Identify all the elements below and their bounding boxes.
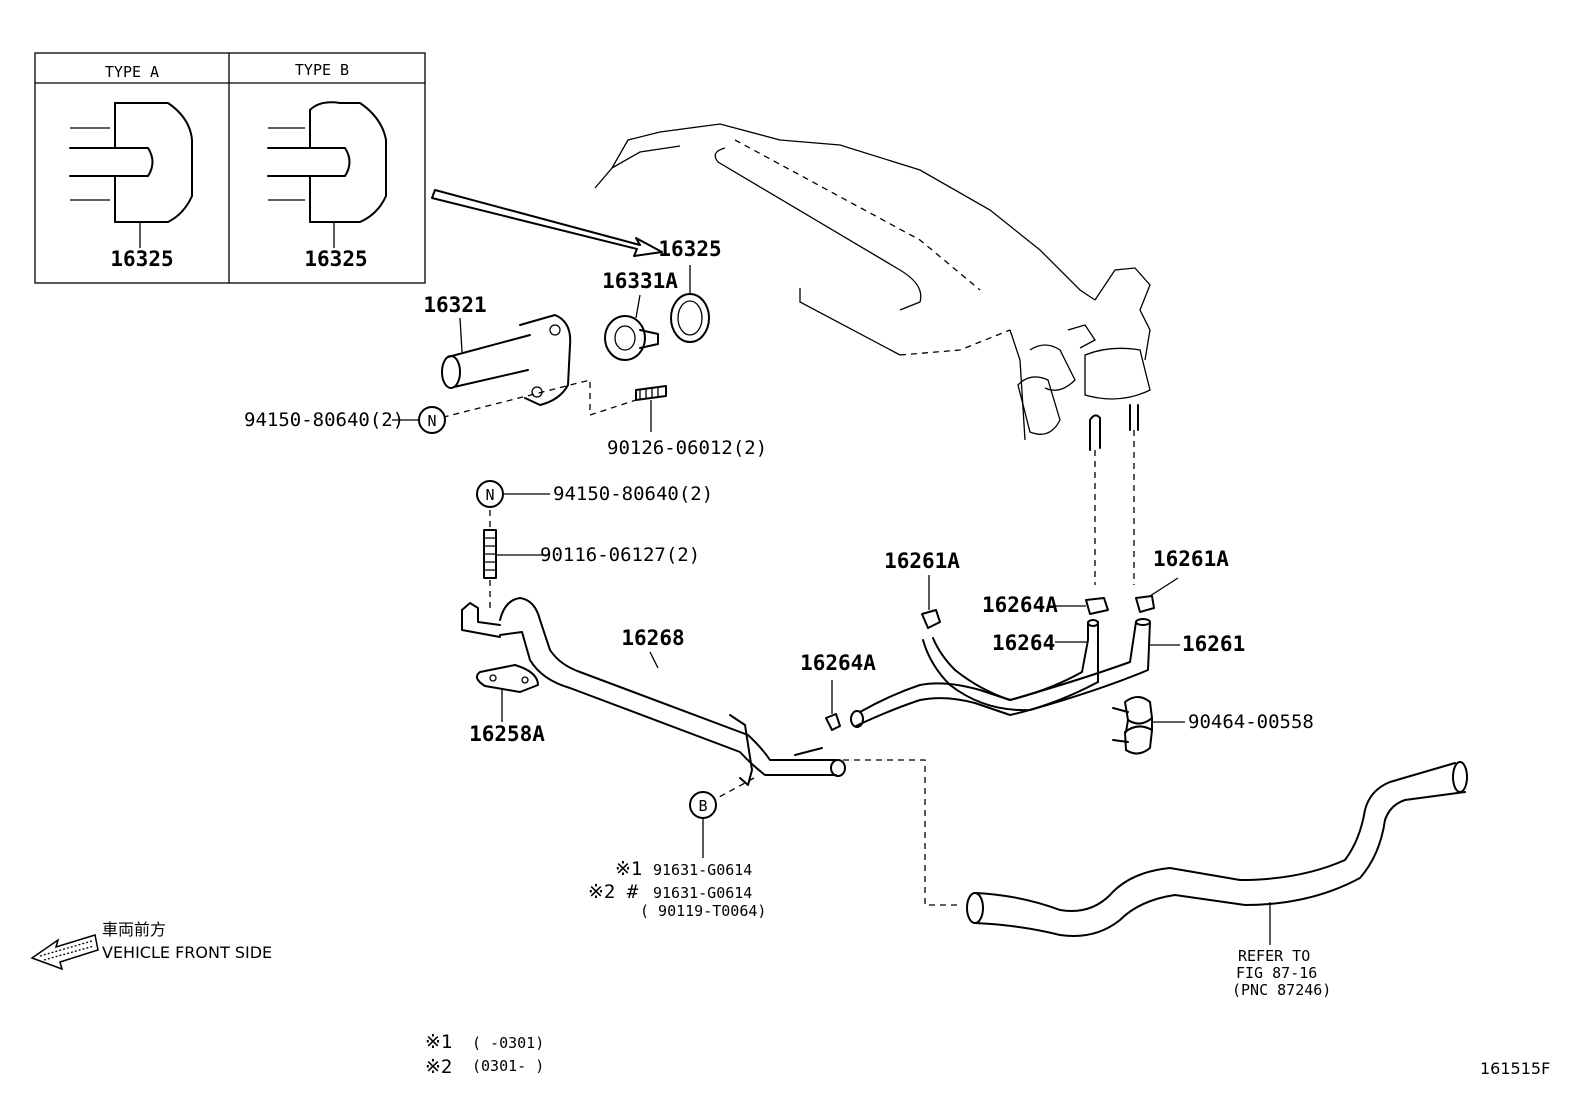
part-label-16268: 16268 [621,626,684,650]
part-label-16264A-left: 16264A [800,651,876,675]
water-pipe-16268-drawing [461,597,846,786]
gasket-type-b-drawing [267,101,387,248]
part-label-bolt-note2: 91631-G0614 [653,884,752,902]
type-b-label: TYPE B [295,61,349,79]
clamp-16261A-right [1135,577,1179,613]
part-label-16261A-right: 16261A [1153,547,1229,571]
part-label-16325: 16325 [658,237,721,261]
part-label-stud-upper: 90126-06012(2) [607,437,767,459]
clamp-16264A-right [1055,597,1109,615]
part-label-16264: 16264 [992,631,1055,655]
vehicle-front-english: VEHICLE FRONT SIDE [102,943,272,962]
part-label-clamp-90464: 90464-00558 [1188,711,1314,733]
type-a-label: TYPE A [105,63,159,81]
thermostat-16331A-drawing [604,294,659,361]
bolt-note2-mark: ※2 # [588,881,639,903]
part-label-bolt-note2-alt: ( 90119-T0064) [640,902,766,920]
part-label-bolt-note1: 91631-G0614 [653,861,752,879]
clamp-16261A-left [921,575,941,629]
footnote-1-range: ( -0301) [472,1034,544,1052]
hose-16264-16261-drawing [850,618,1151,728]
refer-line-2: FIG 87-16 [1236,964,1317,982]
gasket-16325-drawing [670,265,710,343]
part-label-16325-type-a: 16325 [110,247,173,271]
stud-upper-drawing [431,379,667,432]
refer-line-3: (PNC 87246) [1232,981,1331,999]
part-label-nut-lower: 94150-80640(2) [553,483,713,505]
part-label-nut-upper: 94150-80640(2) [244,409,404,431]
bolt-symbol: B [698,797,707,815]
radiator-hose-drawing [966,761,1468,945]
nut-symbol-upper: N [427,412,436,430]
engine-outline [594,123,1151,585]
part-label-16264A-right: 16264A [982,593,1058,617]
part-label-16325-type-b: 16325 [304,247,367,271]
part-label-16321: 16321 [423,293,486,317]
vehicle-front-arrow-icon [30,934,99,971]
small-hose-16264A-left [825,680,841,731]
nut-callout-upper: N [392,406,446,434]
footnote-1-mark: ※1 [425,1031,452,1053]
gasket-type-a-drawing [69,102,193,248]
water-inlet-16321-drawing [441,314,572,406]
inset-pointer-arrow [431,189,663,257]
nut-callout-lower: N [476,480,550,508]
footnote-2-mark: ※2 [425,1056,452,1078]
part-label-16258A: 16258A [469,722,545,746]
clamp-90464-drawing [1112,696,1185,755]
part-label-stud-lower: 90116-06127(2) [540,544,700,566]
bolt-note1-mark: ※1 [615,858,642,880]
refer-line-1: REFER TO [1238,947,1310,965]
part-label-16261A-left: 16261A [884,549,960,573]
footnote-2-range: (0301- ) [472,1057,544,1075]
gasket-16258A-drawing [475,664,539,722]
stud-lower-drawing [483,510,550,612]
type-inset-box: TYPE A TYPE B 16325 16325 [34,52,426,284]
part-label-16261: 16261 [1182,632,1245,656]
bolt-callout: B [689,777,755,858]
vehicle-front-japanese: 車両前方 [102,920,166,939]
nut-symbol-lower: N [485,486,494,504]
figure-id: 161515F [1480,1059,1550,1078]
part-label-16331A: 16331A [602,269,678,293]
